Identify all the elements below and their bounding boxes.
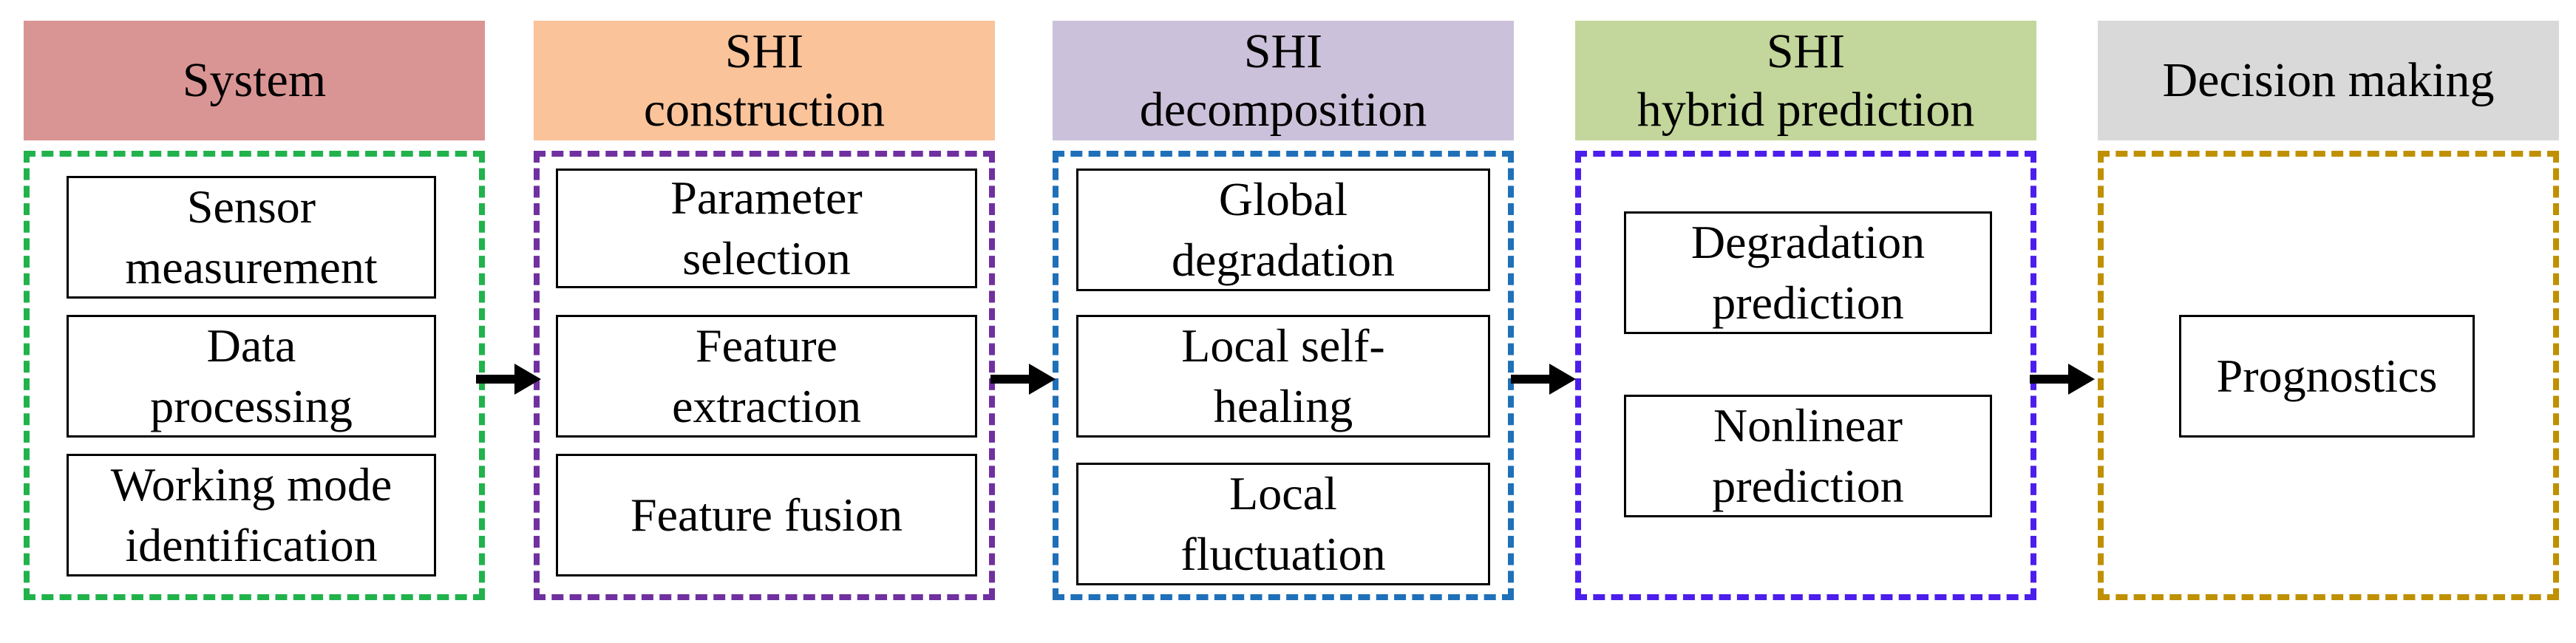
arrow-right-icon <box>990 364 1056 395</box>
stage-header: Decision making <box>2098 21 2559 140</box>
stage-header: SHI construction <box>534 21 995 140</box>
step-box: Degradation prediction <box>1624 211 1992 334</box>
step-box: Nonlinear prediction <box>1624 395 1992 517</box>
stage-frame <box>2098 151 2559 600</box>
step-box: Feature extraction <box>556 315 977 438</box>
stage-header: System <box>24 21 485 140</box>
stage-shi-decomposition: SHI decomposition Global degradation Loc… <box>1053 0 1514 643</box>
stage-header: SHI decomposition <box>1053 21 1514 140</box>
step-box: Data processing <box>67 315 436 438</box>
arrow-right-icon <box>1511 364 1576 395</box>
stage-shi-construction: SHI construction Parameter selection Fea… <box>534 0 995 643</box>
arrow-right-icon <box>2030 364 2095 395</box>
step-box: Prognostics <box>2179 315 2475 438</box>
step-box: Local fluctuation <box>1076 463 1490 585</box>
stage-shi-hybrid-prediction: SHI hybrid prediction Degradation predic… <box>1575 0 2036 643</box>
step-box: Global degradation <box>1076 169 1490 291</box>
stage-header: SHI hybrid prediction <box>1575 21 2036 140</box>
stage-decision-making: Decision making Prognostics <box>2098 0 2559 643</box>
step-box: Working mode identification <box>67 454 436 576</box>
stage-system: System Sensor measurement Data processin… <box>24 0 485 643</box>
step-box: Feature fusion <box>556 454 977 576</box>
arrow-right-icon <box>476 364 541 395</box>
step-box: Local self- healing <box>1076 315 1490 438</box>
step-box: Sensor measurement <box>67 176 436 299</box>
step-box: Parameter selection <box>556 169 977 288</box>
